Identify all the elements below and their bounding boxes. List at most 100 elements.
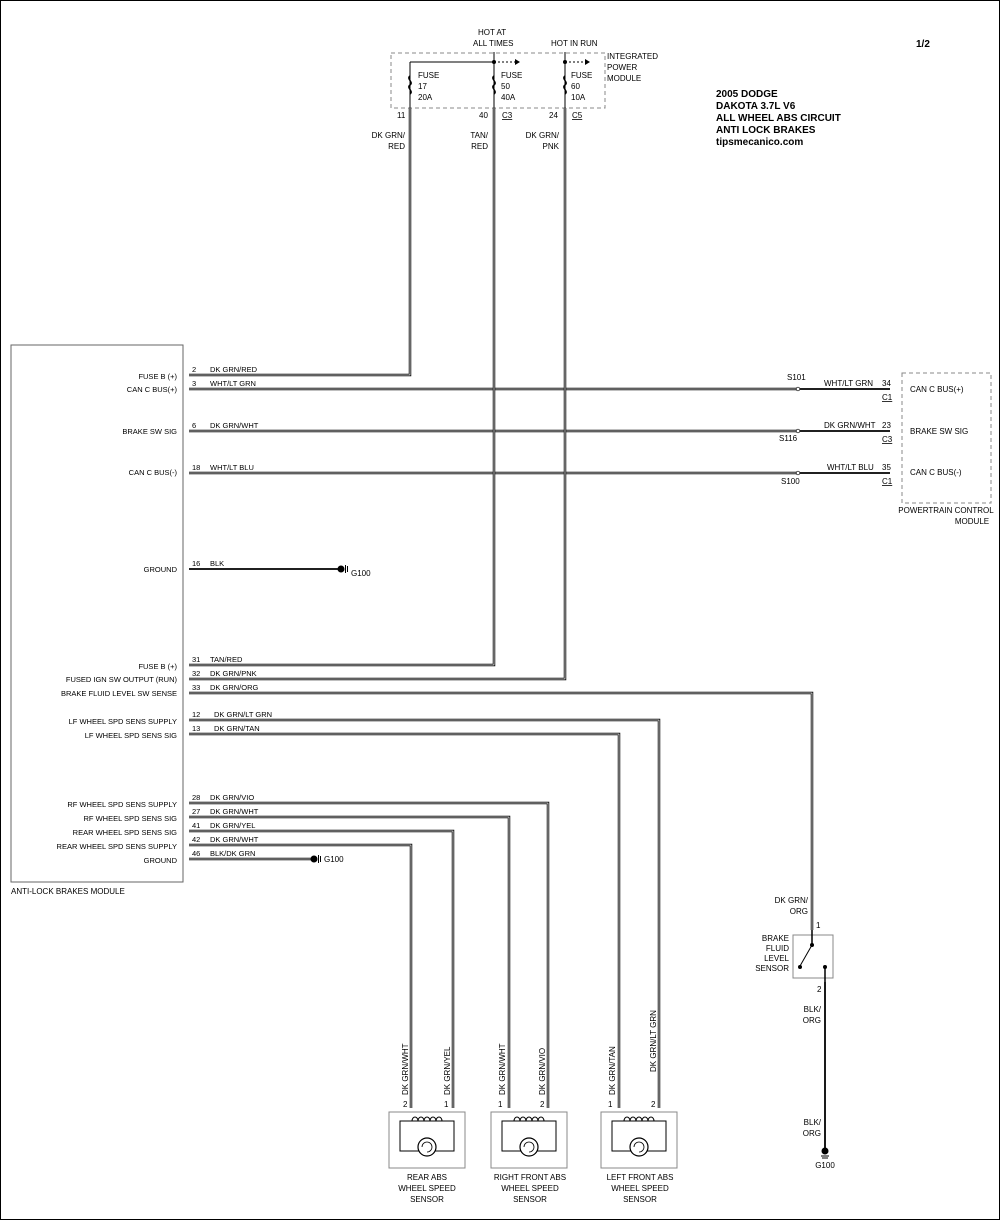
svg-text:REAR WHEEL SPD SENS SIG: REAR WHEEL SPD SENS SIG <box>73 828 177 837</box>
svg-text:1: 1 <box>498 1100 503 1109</box>
svg-text:50: 50 <box>501 82 510 91</box>
svg-text:DK GRN/PNK: DK GRN/PNK <box>210 669 257 678</box>
svg-text:6: 6 <box>192 421 196 430</box>
svg-text:FUSED IGN SW OUTPUT (RUN): FUSED IGN SW OUTPUT (RUN) <box>66 675 178 684</box>
svg-text:MODULE: MODULE <box>607 74 641 83</box>
svg-text:DK GRN/RED: DK GRN/RED <box>210 365 258 374</box>
svg-text:POWER: POWER <box>607 63 637 72</box>
svg-text:DAKOTA 3.7L V6: DAKOTA 3.7L V6 <box>716 101 796 112</box>
title-block: 2005 DODGE DAKOTA 3.7L V6 ALL WHEEL ABS … <box>716 89 841 148</box>
hot-in-run-label: HOT IN RUN <box>551 39 598 48</box>
svg-text:46: 46 <box>192 849 200 858</box>
svg-text:40: 40 <box>479 111 488 120</box>
svg-text:BRAKE SW SIG: BRAKE SW SIG <box>122 427 177 436</box>
svg-text:ORG: ORG <box>790 907 808 916</box>
svg-text:S101: S101 <box>787 373 806 382</box>
svg-text:16: 16 <box>192 559 200 568</box>
svg-text:35: 35 <box>882 463 891 472</box>
svg-text:33: 33 <box>192 683 200 692</box>
svg-text:TAN/: TAN/ <box>470 131 488 140</box>
svg-text:BLK/: BLK/ <box>804 1005 822 1014</box>
svg-text:MODULE: MODULE <box>955 517 989 526</box>
svg-text:LEVEL: LEVEL <box>764 954 789 963</box>
svg-text:DK GRN/: DK GRN/ <box>775 896 809 905</box>
svg-text:RIGHT FRONT ABS: RIGHT FRONT ABS <box>494 1173 566 1182</box>
svg-text:C5: C5 <box>572 111 583 120</box>
svg-text:DK GRN/VIO: DK GRN/VIO <box>538 1048 547 1095</box>
svg-text:DK GRN/WHT: DK GRN/WHT <box>210 835 259 844</box>
svg-text:DK GRN/TAN: DK GRN/TAN <box>214 724 260 733</box>
svg-text:2: 2 <box>540 1100 545 1109</box>
svg-text:20A: 20A <box>418 93 433 102</box>
svg-text:40A: 40A <box>501 93 516 102</box>
svg-text:G100: G100 <box>324 855 344 864</box>
svg-text:BRAKE SW SIG: BRAKE SW SIG <box>910 427 968 436</box>
svg-text:DK GRN/LT GRN: DK GRN/LT GRN <box>649 1010 658 1072</box>
svg-text:FUSE B (+): FUSE B (+) <box>138 662 177 671</box>
svg-text:10A: 10A <box>571 93 586 102</box>
svg-text:WHEEL SPEED: WHEEL SPEED <box>611 1184 669 1193</box>
svg-text:SENSOR: SENSOR <box>410 1195 444 1204</box>
svg-text:12: 12 <box>192 710 200 719</box>
svg-text:BLK/DK GRN: BLK/DK GRN <box>210 849 255 858</box>
right-front-wheel-speed-sensor: DK GRN/WHT DK GRN/VIO 1 2 RIGHT FRONT AB… <box>490 1043 568 1204</box>
svg-text:S100: S100 <box>781 477 800 486</box>
svg-text:CAN C BUS(-): CAN C BUS(-) <box>910 468 962 477</box>
svg-text:TAN/RED: TAN/RED <box>210 655 243 664</box>
svg-text:RED: RED <box>388 142 405 151</box>
svg-text:BRAKE: BRAKE <box>762 934 789 943</box>
svg-text:DK GRN/TAN: DK GRN/TAN <box>608 1046 617 1095</box>
svg-text:31: 31 <box>192 655 200 664</box>
svg-text:11: 11 <box>397 111 406 120</box>
svg-text:32: 32 <box>192 669 200 678</box>
rear-wheel-speed-sensor: DK GRN/WHT DK GRN/YEL 2 1 REAR ABS WHEEL… <box>388 1043 466 1204</box>
svg-text:CAN C BUS(-): CAN C BUS(-) <box>129 468 178 477</box>
svg-text:DK GRN/YEL: DK GRN/YEL <box>443 1046 452 1095</box>
svg-text:2: 2 <box>817 985 822 994</box>
ground-g100-2: G100 <box>310 855 344 864</box>
svg-text:REAR WHEEL SPD SENS SUPPLY: REAR WHEEL SPD SENS SUPPLY <box>57 842 177 851</box>
svg-text:DK GRN/: DK GRN/ <box>526 131 560 140</box>
svg-text:27: 27 <box>192 807 200 816</box>
svg-text:2: 2 <box>403 1100 408 1109</box>
integrated-power-module: INTEGRATED POWER MODULE HOT AT ALL TIMES… <box>372 28 659 151</box>
svg-text:BLK/: BLK/ <box>804 1118 822 1127</box>
svg-text:FLUID: FLUID <box>766 944 789 953</box>
svg-text:BRAKE FLUID LEVEL SW SENSE: BRAKE FLUID LEVEL SW SENSE <box>61 689 177 698</box>
svg-text:GROUND: GROUND <box>144 856 178 865</box>
svg-text:C3: C3 <box>882 435 893 444</box>
svg-text:17: 17 <box>418 82 427 91</box>
svg-text:SENSOR: SENSOR <box>755 964 789 973</box>
svg-text:RF WHEEL SPD SENS SIG: RF WHEEL SPD SENS SIG <box>84 814 178 823</box>
svg-text:DK GRN/WHT: DK GRN/WHT <box>210 807 259 816</box>
svg-text:3: 3 <box>192 379 196 388</box>
svg-text:FUSE B (+): FUSE B (+) <box>138 372 177 381</box>
svg-text:ORG: ORG <box>803 1016 821 1025</box>
ground-g100-1: G100 <box>337 565 371 578</box>
svg-text:LF WHEEL SPD SENS SUPPLY: LF WHEEL SPD SENS SUPPLY <box>69 717 177 726</box>
svg-text:DK GRN/: DK GRN/ <box>372 131 406 140</box>
svg-text:18: 18 <box>192 463 200 472</box>
svg-text:DK GRN/WHT: DK GRN/WHT <box>824 421 876 430</box>
hot-at-all-times-label: HOT AT <box>478 28 506 37</box>
svg-text:ALL TIMES: ALL TIMES <box>473 39 513 48</box>
svg-text:DK GRN/WHT: DK GRN/WHT <box>210 421 259 430</box>
abs-module: ANTI-LOCK BRAKES MODULE FUSE B (+) CAN C… <box>10 344 184 896</box>
brake-fluid-level-sensor: DK GRN/ ORG 1 BRAKE FLUID LEVEL SENSOR 2… <box>755 896 834 1138</box>
svg-text:RED: RED <box>471 142 488 151</box>
svg-text:34: 34 <box>882 379 891 388</box>
wires <box>189 108 890 1148</box>
ground-g100-3: G100 <box>815 1147 835 1170</box>
svg-text:DK GRN/YEL: DK GRN/YEL <box>210 821 255 830</box>
svg-text:1: 1 <box>608 1100 613 1109</box>
svg-text:C3: C3 <box>502 111 513 120</box>
svg-text:DK GRN/ORG: DK GRN/ORG <box>210 683 259 692</box>
svg-text:REAR ABS: REAR ABS <box>407 1173 447 1182</box>
left-front-wheel-speed-sensor: DK GRN/TAN DK GRN/LT GRN 1 2 LEFT FRONT … <box>600 1010 678 1204</box>
svg-text:G100: G100 <box>351 569 371 578</box>
svg-text:28: 28 <box>192 793 200 802</box>
svg-text:ORG: ORG <box>803 1129 821 1138</box>
svg-text:ALL WHEEL ABS CIRCUIT: ALL WHEEL ABS CIRCUIT <box>716 113 841 124</box>
svg-text:C1: C1 <box>882 393 893 402</box>
